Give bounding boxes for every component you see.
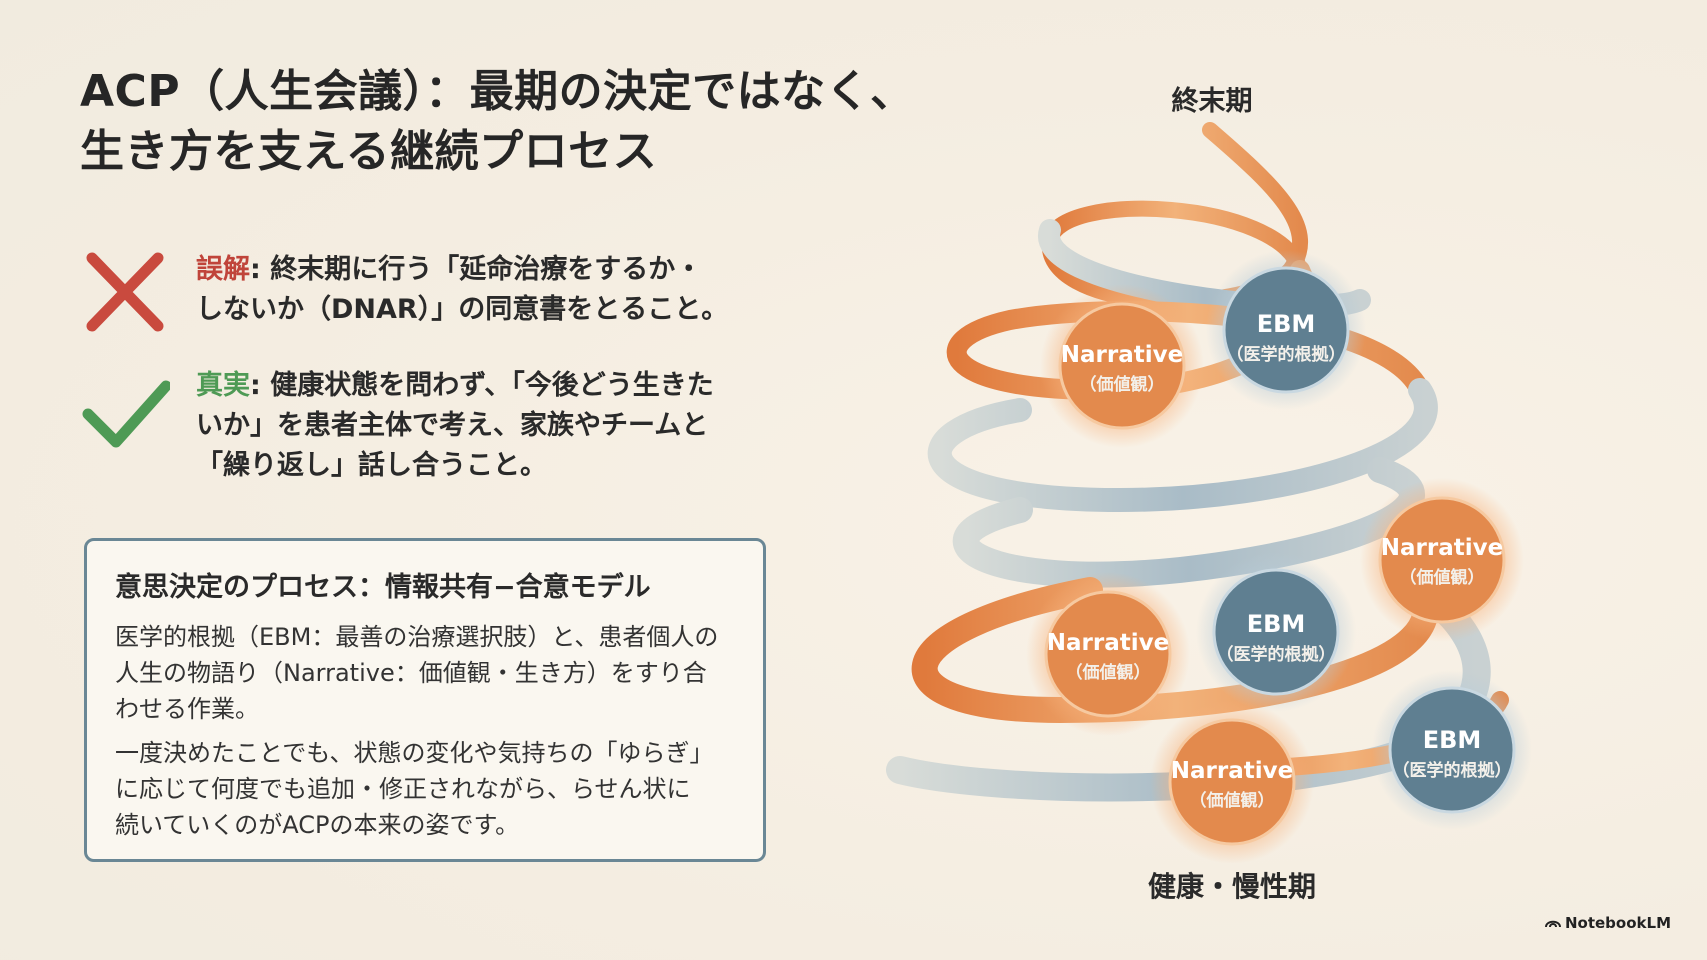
node-title: Narrative <box>1381 535 1503 561</box>
process-para-2-line: 続いていくのがACPの本来の姿です。 <box>115 811 520 839</box>
node-title: EBM <box>1257 310 1316 338</box>
misconception-line-2: しないか（DNAR）」の同意書をとること。 <box>196 294 729 325</box>
check-icon <box>82 380 170 448</box>
process-para-2-line: に応じて何度でも追加・修正されながら、らせん状に <box>115 775 691 803</box>
truth-line-2: いか」を患者主体で考え、家族やチームと <box>196 410 709 441</box>
node-ebm-2: EBM （医学的根拠） <box>1196 552 1356 712</box>
bottom-label: 健康・慢性期 <box>1148 870 1316 903</box>
node-subtitle: （価値観） <box>1190 790 1275 811</box>
node-narrative-2: Narrative （価値観） <box>1360 478 1524 642</box>
title-line-1: ACP（人生会議）：最期の決定ではなく、 <box>80 66 915 117</box>
process-box: 意思決定のプロセス：情報共有−合意モデル 医学的根拠（EBM：最善の治療選択肢）… <box>84 538 766 862</box>
node-subtitle: （価値観） <box>1400 567 1485 588</box>
brand-name: NotebookLM <box>1564 914 1671 932</box>
node-subtitle: （価値観） <box>1066 662 1151 683</box>
node-ebm-1: EBM （医学的根拠） <box>1206 250 1366 410</box>
node-subtitle: （価値観） <box>1080 374 1165 395</box>
process-para-1-line: わせる作業。 <box>115 695 259 723</box>
process-box-title: 意思決定のプロセス：情報共有−合意モデル <box>115 572 651 603</box>
misconception-text: 誤解: 終末期に行う「延命治療をするか・ しないか（DNAR）」の同意書をとるこ… <box>196 250 728 330</box>
truth-line-3: 「繰り返し」話し合うこと。 <box>196 450 547 481</box>
node-title: Narrative <box>1047 630 1169 656</box>
truth-label: 真実 <box>196 370 250 401</box>
title-line-2: 生き方を支える継続プロセス <box>80 126 658 177</box>
top-label: 終末期 <box>1172 85 1253 117</box>
process-para-2: 一度決めたことでも、状態の変化や気持ちの「ゆらぎ」 に応じて何度でも追加・修正さ… <box>115 735 714 843</box>
process-para-1-line: 人生の物語り（Narrative：価値観・生き方）をすり合 <box>115 659 707 687</box>
node-title: EBM <box>1247 610 1306 638</box>
process-para-1-line: 医学的根拠（EBM：最善の治療選択肢）と、患者個人の <box>115 623 719 651</box>
node-narrative-3: Narrative （価値観） <box>1026 572 1190 736</box>
node-title: Narrative <box>1171 758 1293 784</box>
node-narrative-1: Narrative （価値観） <box>1040 284 1204 448</box>
node-subtitle: （医学的根拠） <box>1393 760 1512 781</box>
node-title: EBM <box>1423 726 1482 754</box>
truth-text: 真実: 健康状態を問わず、「今後どう生きた いか」を患者主体で考え、家族やチーム… <box>196 366 714 486</box>
process-para-1: 医学的根拠（EBM：最善の治療選択肢）と、患者個人の 人生の物語り（Narrat… <box>115 619 718 727</box>
node-ebm-3: EBM （医学的根拠） <box>1372 670 1532 830</box>
node-subtitle: （医学的根拠） <box>1217 644 1336 665</box>
page-title: ACP（人生会議）：最期の決定ではなく、 生き方を支える継続プロセス <box>80 62 915 182</box>
cross-icon <box>86 252 164 332</box>
truth-line-1: : 健康状態を問わず、「今後どう生きた <box>250 370 714 401</box>
misconception-line-1: : 終末期に行う「延命治療をするか・ <box>250 254 703 285</box>
node-title: Narrative <box>1061 342 1183 368</box>
process-para-2-line: 一度決めたことでも、状態の変化や気持ちの「ゆらぎ」 <box>115 739 714 767</box>
node-subtitle: （医学的根拠） <box>1227 344 1346 365</box>
notebooklm-logo-icon <box>1544 920 1561 928</box>
spiral-diagram: 終末期 Narrative （価値観） EBM （医学的根拠） <box>886 85 1532 903</box>
misconception-label: 誤解 <box>196 254 250 285</box>
node-narrative-4: Narrative （価値観） <box>1150 700 1314 864</box>
brand: NotebookLM <box>1544 914 1671 932</box>
